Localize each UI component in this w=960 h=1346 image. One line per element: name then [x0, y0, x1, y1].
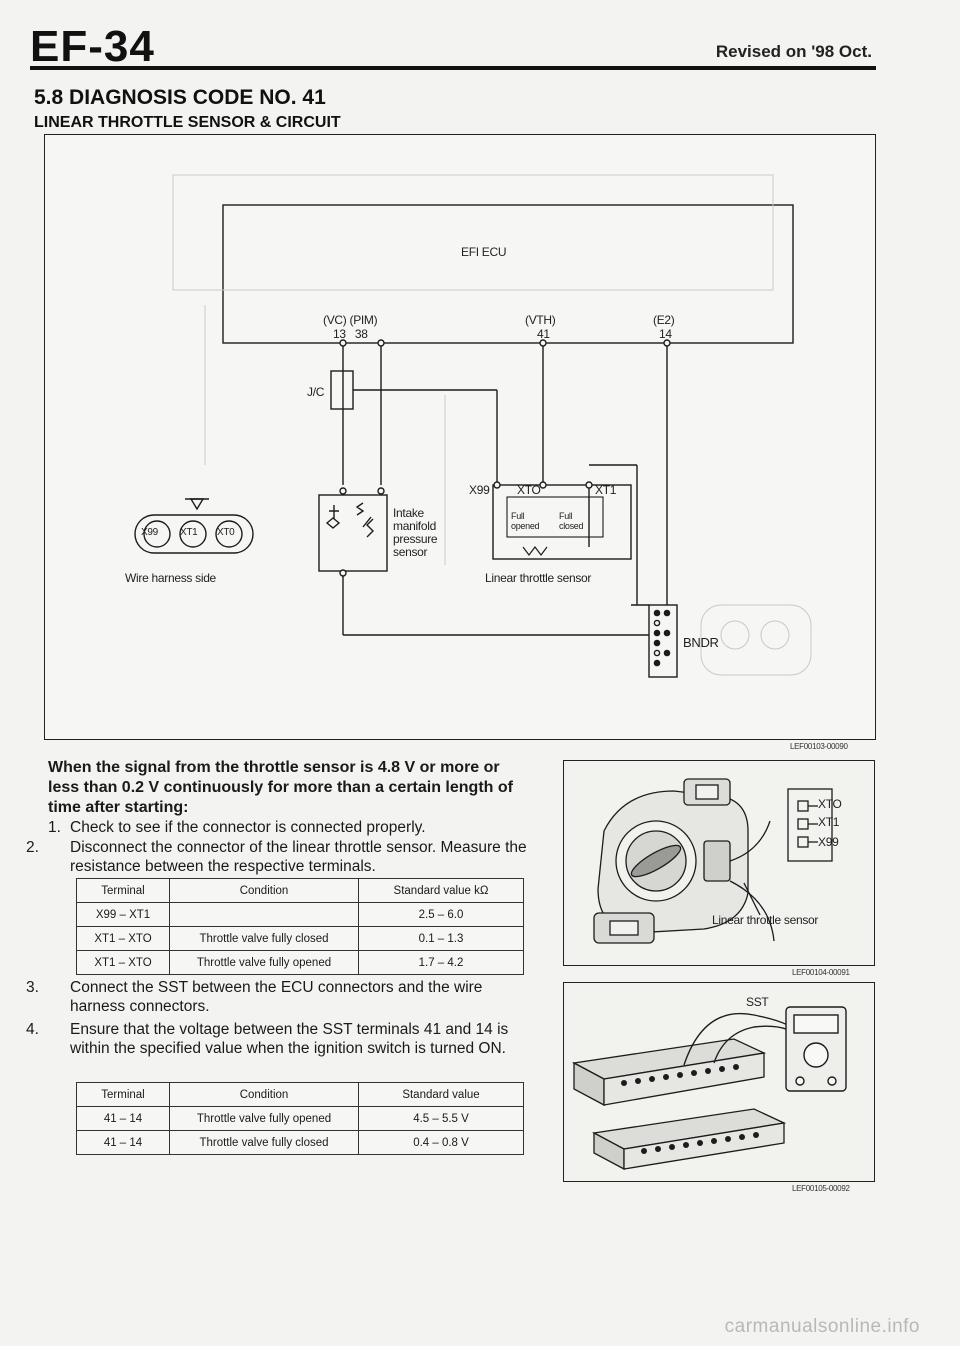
full-closed-label: Full closed	[559, 511, 584, 531]
table-cell: Throttle valve fully closed	[169, 926, 359, 951]
photo1-code: LEF00104-00091	[792, 968, 850, 977]
table-cell: 1.7 – 4.2	[358, 950, 524, 975]
step-number: 2.	[26, 839, 39, 856]
table-row: XT1 – XTO Throttle valve fully closed 0.…	[76, 926, 524, 951]
bndr-label: BNDR	[683, 635, 719, 650]
sensor-pin-xto: XTO	[517, 483, 541, 497]
circuit-diagram: EFI ECU (VC) (PIM) 13 38 (VTH) 41 (E2) 1…	[44, 134, 876, 740]
table-header: Terminal	[76, 878, 170, 903]
sst-measurement-illustration: SST	[563, 982, 875, 1182]
table-header: Terminal	[76, 1082, 170, 1107]
photo-pin-xt1: XT1	[818, 815, 840, 829]
step-4: 4. Ensure that the voltage between the SS…	[26, 1020, 534, 1058]
condition-text: When the signal from the throttle sensor…	[48, 759, 513, 816]
table-header-row: Terminal Condition Standard value	[76, 1082, 524, 1107]
table-cell: 41 – 14	[76, 1130, 170, 1155]
table-header: Standard value kΩ	[358, 878, 524, 903]
table-cell: X99 – XT1	[76, 902, 170, 927]
map-sensor-label: Intake manifold pressure sensor	[393, 506, 438, 559]
voltage-table: Terminal Condition Standard value 41 – 1…	[76, 1082, 524, 1155]
revision-note: Revised on '98 Oct.	[715, 42, 872, 61]
circuit-schematic	[134, 174, 812, 678]
table-row: XT1 – XTO Throttle valve fully opened 1.…	[76, 950, 524, 975]
table-cell: Throttle valve fully opened	[169, 950, 359, 975]
terminal-e2-number: 14	[659, 327, 672, 341]
terminal-vc-pim-number: 13 38	[333, 327, 368, 341]
table-cell: 2.5 – 6.0	[358, 902, 524, 927]
step-text: Disconnect the connector of the linear t…	[70, 839, 527, 875]
connector-pin-x99: X99	[141, 527, 158, 538]
photo-pin-xto: XTO	[818, 797, 842, 811]
table-cell: 0.4 – 0.8 V	[358, 1130, 524, 1155]
step-2: 2. Disconnect the connector of the linear…	[26, 838, 534, 876]
step-3: 3. Connect the SST between the ECU connec…	[26, 978, 534, 1016]
photo-linear-sensor-label: Linear throttle sensor	[712, 913, 819, 927]
resistance-table: Terminal Condition Standard value kΩ X99…	[76, 878, 524, 975]
terminal-vth: (VTH)	[525, 313, 556, 327]
photo-pin-x99: X99	[818, 835, 839, 849]
terminal-vc-pim: (VC) (PIM)	[323, 313, 378, 327]
sensor-pin-xt1: XT1	[595, 483, 617, 497]
table-cell: Throttle valve fully closed	[169, 1130, 359, 1155]
throttle-sensor-illustration: XTO XT1 X99 Linear throttle sensor	[563, 760, 875, 966]
header-rule	[30, 66, 876, 70]
section-subtitle: LINEAR THROTTLE SENSOR & CIRCUIT	[34, 114, 341, 131]
table-cell	[169, 902, 359, 927]
sst-drawing	[571, 1006, 847, 1171]
table-cell: XT1 – XTO	[76, 950, 170, 975]
step-number: 4.	[26, 1021, 39, 1038]
table-cell: XT1 – XTO	[76, 926, 170, 951]
table-cell: 0.1 – 1.3	[358, 926, 524, 951]
full-opened-label: Full opened	[511, 511, 540, 531]
linear-throttle-sensor-label: Linear throttle sensor	[485, 571, 592, 585]
step-number: 3.	[26, 979, 39, 996]
step-text: Connect the SST between the ECU connecto…	[70, 979, 483, 1015]
connector-pin-xt1: XT1	[180, 527, 198, 538]
table-cell: Throttle valve fully opened	[169, 1106, 359, 1131]
watermark: carmanualsonline.info	[724, 1316, 920, 1337]
ecu-box	[222, 204, 794, 344]
ecu-label: EFI ECU	[461, 245, 507, 259]
table-header: Condition	[169, 1082, 359, 1107]
table-row: 41 – 14 Throttle valve fully opened 4.5 …	[76, 1106, 524, 1131]
sensor-pin-x99: X99	[469, 483, 490, 497]
step-text: Ensure that the voltage between the SST …	[70, 1021, 509, 1057]
diagram-code: LEF00103-00090	[790, 742, 848, 751]
section-title: 5.8 DIAGNOSIS CODE NO. 41	[34, 86, 326, 109]
step-1: 1. Check to see if the connector is conne…	[48, 818, 534, 837]
throttle-body-drawing	[593, 778, 833, 944]
table-cell: 4.5 – 5.5 V	[358, 1106, 524, 1131]
connector-pin-xt0: XT0	[217, 527, 235, 538]
table-cell: 41 – 14	[76, 1106, 170, 1131]
photo2-code: LEF00105-00092	[792, 1184, 850, 1193]
step-number: 1.	[48, 819, 61, 836]
table-row: X99 – XT1 2.5 – 6.0	[76, 902, 524, 927]
step-text: Check to see if the connector is connect…	[70, 819, 426, 836]
terminal-vth-number: 41	[537, 327, 550, 341]
jc-label: J/C	[307, 385, 325, 399]
page-number: EF-34	[30, 22, 155, 71]
terminal-e2: (E2)	[653, 313, 675, 327]
wire-harness-label: Wire harness side	[125, 571, 216, 585]
sst-label: SST	[746, 995, 769, 1009]
table-header-row: Terminal Condition Standard value kΩ	[76, 878, 524, 903]
table-row: 41 – 14 Throttle valve fully closed 0.4 …	[76, 1130, 524, 1155]
table-header: Standard value	[358, 1082, 524, 1107]
table-header: Condition	[169, 878, 359, 903]
